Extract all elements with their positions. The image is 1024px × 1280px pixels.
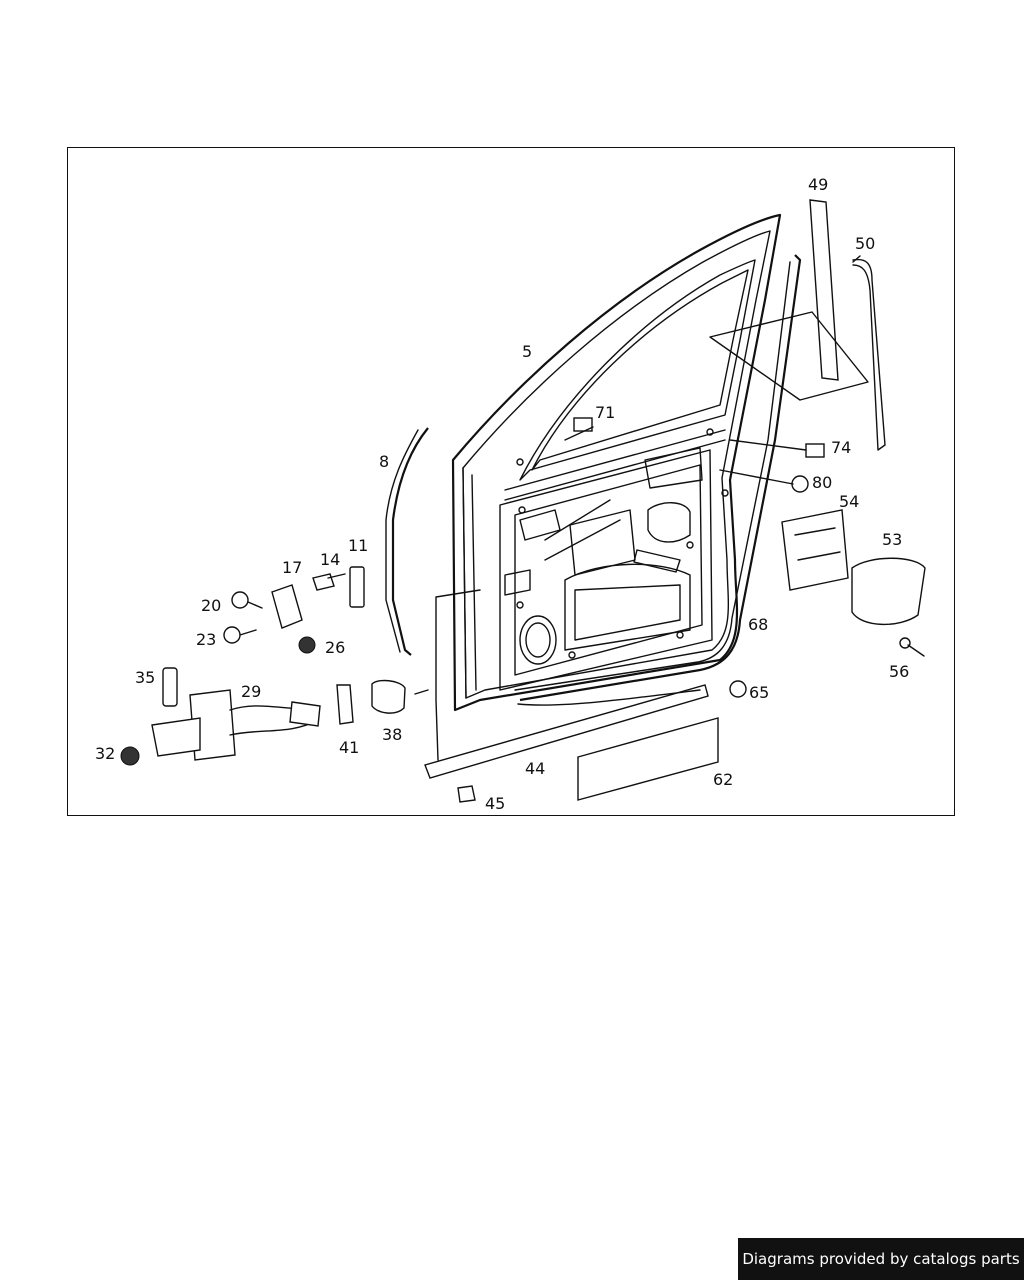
diagram-frame: [67, 147, 955, 816]
protective-film: [577, 717, 719, 801]
callout-49: 49: [808, 175, 828, 194]
callout-38: 38: [382, 725, 402, 744]
bumper-38: [371, 679, 406, 714]
callout-80: 80: [812, 473, 832, 492]
trim-strip: [809, 199, 839, 381]
credit-banner: Diagrams provided by catalogs parts: [738, 1238, 1024, 1280]
plug-65: [729, 680, 747, 698]
window-guide-rail: [519, 254, 802, 702]
callout-65: 65: [749, 683, 769, 702]
glass-channel: [852, 258, 886, 451]
callout-44: 44: [525, 759, 545, 778]
callout-23: 23: [196, 630, 216, 649]
callout-17: 17: [282, 558, 302, 577]
screw-56: [899, 637, 911, 649]
callout-45: 45: [485, 794, 505, 813]
door-shell: [451, 213, 782, 712]
callout-62: 62: [713, 770, 733, 789]
clip-41: [336, 684, 354, 725]
door-check-strap: [151, 689, 321, 761]
callout-35: 35: [135, 668, 155, 687]
callout-8: 8: [379, 452, 389, 471]
callout-11: 11: [348, 536, 368, 555]
callout-56: 56: [889, 662, 909, 681]
hinge-bolt: [312, 573, 335, 591]
hinge-plate: [349, 566, 365, 608]
callout-29: 29: [241, 682, 261, 701]
callout-41: 41: [339, 738, 359, 757]
lock-mechanism: [781, 509, 849, 591]
clip-45: [457, 785, 476, 803]
seal-lower: [517, 689, 701, 706]
bolt-23: [223, 626, 241, 644]
nut-26: [298, 636, 316, 654]
callout-14: 14: [320, 550, 340, 569]
callout-71: 71: [595, 403, 615, 422]
label-74: [805, 443, 825, 458]
callout-labels: 5 8 11 14 17 20 23 26 29 32 35 38 41 44 …: [95, 175, 909, 813]
callout-20: 20: [201, 596, 221, 615]
bolt-35: [162, 667, 178, 707]
callout-32: 32: [95, 744, 115, 763]
callout-74: 74: [831, 438, 851, 457]
door-seal-strip: [391, 427, 429, 656]
nut-32: [120, 746, 140, 766]
bolt-20: [231, 591, 249, 609]
callout-5: 5: [522, 342, 532, 361]
window-glass: [709, 311, 869, 401]
outside-handle: [851, 557, 926, 626]
callout-54: 54: [839, 492, 859, 511]
hinge-bracket: [271, 584, 303, 629]
callout-68: 68: [748, 615, 768, 634]
lower-trim-strip: [424, 684, 709, 779]
callout-53: 53: [882, 530, 902, 549]
callout-26: 26: [325, 638, 345, 657]
window-guide-rail-inner: [514, 261, 791, 691]
door-seal-strip-inner: [385, 429, 419, 653]
callout-50: 50: [855, 234, 875, 253]
grommet-80: [791, 475, 809, 493]
